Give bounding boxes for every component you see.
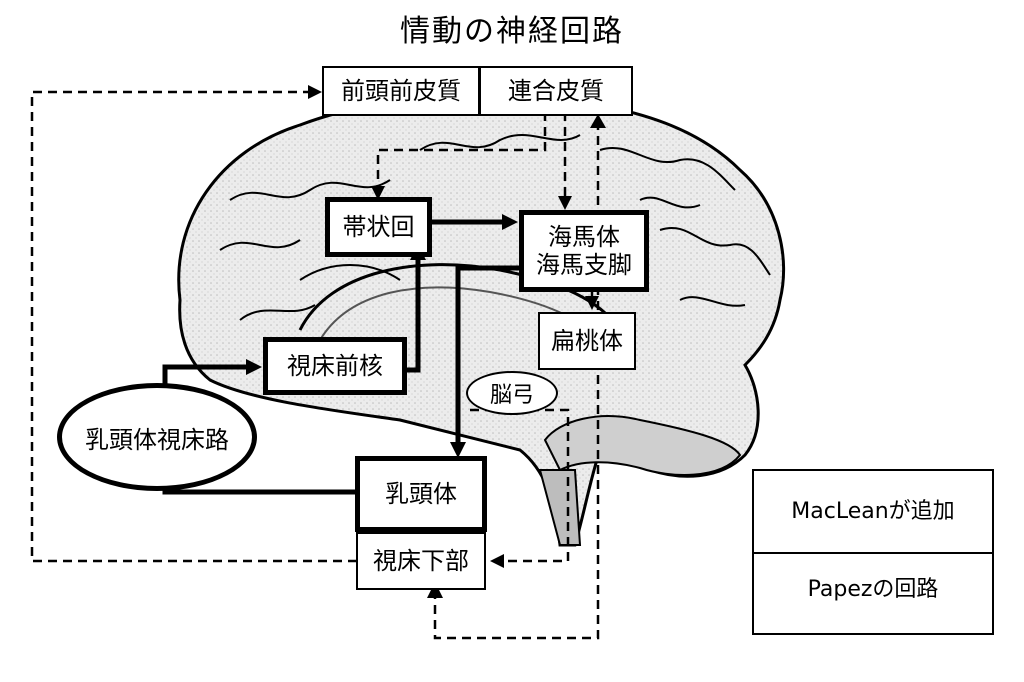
arrow-to-anterior-thalamus — [246, 359, 262, 375]
brain-stem — [538, 469, 582, 546]
legend-divider — [754, 552, 992, 554]
node-hippocampus-line2: 海馬支脚 — [536, 251, 632, 279]
arrow-to-mammillary — [450, 442, 466, 458]
legend: MacLeanが追加 Papezの回路 — [752, 469, 994, 635]
node-hippocampus: 海馬体 海馬支脚 — [519, 210, 649, 292]
node-association-cortex: 連合皮質 — [479, 66, 633, 116]
node-hypothalamus: 視床下部 — [356, 532, 486, 590]
node-mammillary-body: 乳頭体 — [355, 456, 487, 532]
arrow-to-prefrontal — [308, 85, 322, 99]
gyri-lines — [219, 134, 771, 321]
diagram-title: 情動の神経回路 — [400, 14, 624, 49]
arrow-to-hypothalamus-right — [490, 554, 504, 568]
node-hippocampus-line1: 海馬体 — [548, 222, 620, 251]
legend-papez-label: Papezの回路 — [807, 577, 939, 602]
arrow-to-hippocampus-dashed — [558, 196, 572, 210]
arrow-to-amygdala — [585, 296, 599, 310]
node-fornix: 脳弓 — [466, 371, 558, 415]
node-cingulate-gyrus: 帯状回 — [325, 197, 432, 257]
arrow-to-hypothalamus-bottom — [427, 582, 443, 598]
arrow-to-hippocampus — [502, 214, 518, 230]
node-amygdala: 扁桃体 — [538, 312, 636, 370]
node-anterior-thalamic-nucleus: 視床前核 — [263, 337, 407, 395]
cerebellum — [543, 415, 742, 476]
legend-maclean-label: MacLeanが追加 — [791, 499, 955, 524]
node-prefrontal-cortex: 前頭前皮質 — [322, 66, 480, 116]
node-mammillothalamic-tract: 乳頭体視床路 — [57, 383, 257, 491]
arrow-to-cingulate-dashed — [371, 186, 385, 200]
arrow-to-association — [590, 114, 606, 128]
